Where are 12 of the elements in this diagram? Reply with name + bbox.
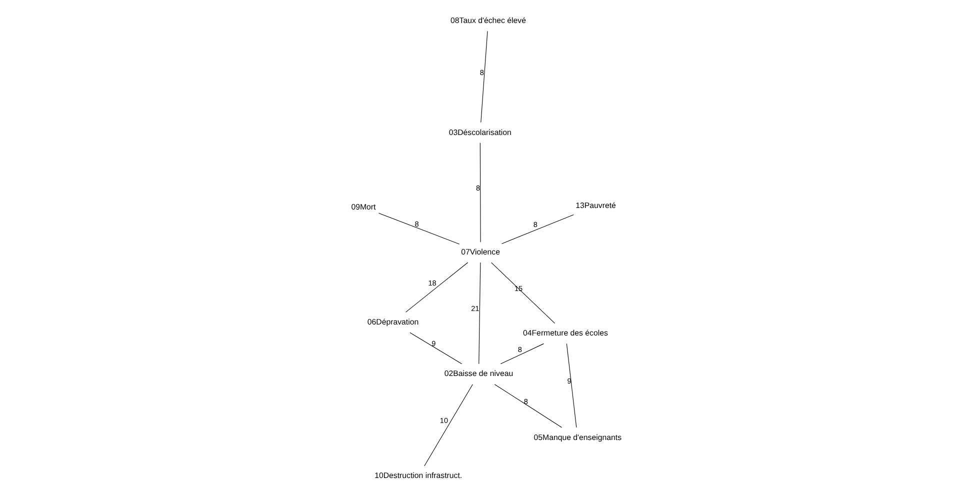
connector [405, 262, 468, 312]
connector [378, 212, 460, 244]
connector [566, 343, 577, 428]
connector [500, 343, 544, 364]
connector [424, 384, 473, 466]
connector [410, 332, 462, 364]
connector [491, 262, 556, 324]
connector [478, 262, 481, 364]
connector [480, 142, 481, 242]
connector [480, 30, 488, 123]
connector [494, 384, 562, 428]
connector [501, 214, 574, 244]
